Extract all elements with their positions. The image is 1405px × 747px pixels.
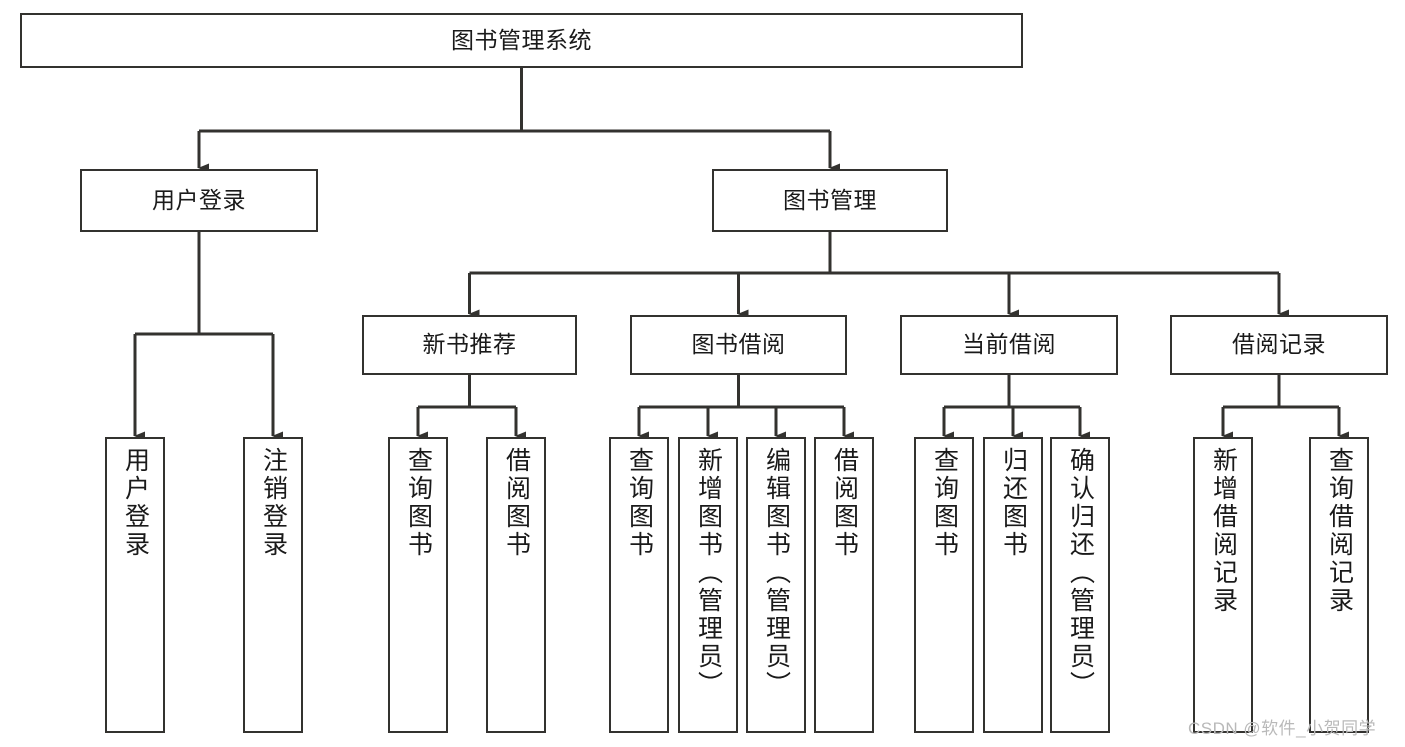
node-label: 查询图书 <box>625 447 654 559</box>
node-label: 确认归还（管理员） <box>1066 447 1095 699</box>
node-label: 编辑图书（管理员） <box>762 447 791 699</box>
node-label: 用户登录 <box>121 447 150 559</box>
node-label: 借阅图书 <box>830 447 859 559</box>
node-label: 注销登录 <box>259 447 288 559</box>
leaf-add-borrow-record[interactable]: 新增借阅记录 <box>1193 437 1253 733</box>
node-label: 新增图书（管理员） <box>694 447 723 699</box>
node-borrow-records[interactable]: 借阅记录 <box>1170 315 1388 375</box>
leaf-user-login[interactable]: 用户登录 <box>105 437 165 733</box>
node-label: 新增借阅记录 <box>1209 447 1238 615</box>
leaf-query-books-current[interactable]: 查询图书 <box>914 437 974 733</box>
node-label: 图书借阅 <box>691 331 786 358</box>
node-new-book-recommendation[interactable]: 新书推荐 <box>362 315 577 375</box>
node-label: 借阅记录 <box>1232 331 1326 358</box>
node-root-system[interactable]: 图书管理系统 <box>20 13 1023 68</box>
leaf-edit-book-admin[interactable]: 编辑图书（管理员） <box>746 437 806 733</box>
node-current-borrow[interactable]: 当前借阅 <box>900 315 1118 375</box>
node-label: 归还图书 <box>999 447 1028 559</box>
node-label: 借阅图书 <box>502 447 531 559</box>
leaf-borrow-books-recommend[interactable]: 借阅图书 <box>486 437 546 733</box>
node-label: 查询图书 <box>404 447 433 559</box>
node-label: 查询借阅记录 <box>1325 447 1354 615</box>
leaf-return-book[interactable]: 归还图书 <box>983 437 1043 733</box>
node-label: 查询图书 <box>930 447 959 559</box>
leaf-logout-login[interactable]: 注销登录 <box>243 437 303 733</box>
leaf-query-books-borrow[interactable]: 查询图书 <box>609 437 669 733</box>
node-user-login[interactable]: 用户登录 <box>80 169 318 232</box>
leaf-query-books-recommend[interactable]: 查询图书 <box>388 437 448 733</box>
node-label: 图书管理 <box>783 186 877 213</box>
node-book-management[interactable]: 图书管理 <box>712 169 948 232</box>
node-book-borrow[interactable]: 图书借阅 <box>630 315 847 375</box>
leaf-confirm-return-admin[interactable]: 确认归还（管理员） <box>1050 437 1110 733</box>
leaf-query-borrow-record[interactable]: 查询借阅记录 <box>1309 437 1369 733</box>
node-label: 图书管理系统 <box>451 26 592 53</box>
node-label: 新书推荐 <box>422 331 517 358</box>
node-label: 当前借阅 <box>962 331 1056 358</box>
node-label: 用户登录 <box>152 186 246 213</box>
leaf-borrow-book[interactable]: 借阅图书 <box>814 437 874 733</box>
leaf-add-book-admin[interactable]: 新增图书（管理员） <box>678 437 738 733</box>
